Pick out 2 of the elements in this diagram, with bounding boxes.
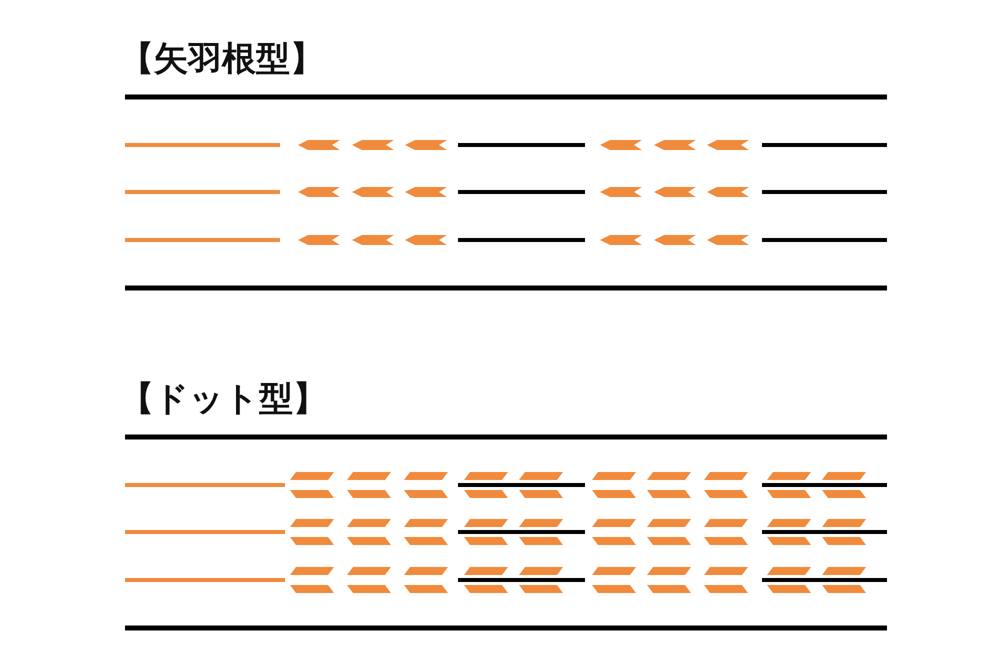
section-heading: 【矢羽根型】 xyxy=(120,38,324,81)
section-heading: 【ドット型】 xyxy=(120,378,327,421)
